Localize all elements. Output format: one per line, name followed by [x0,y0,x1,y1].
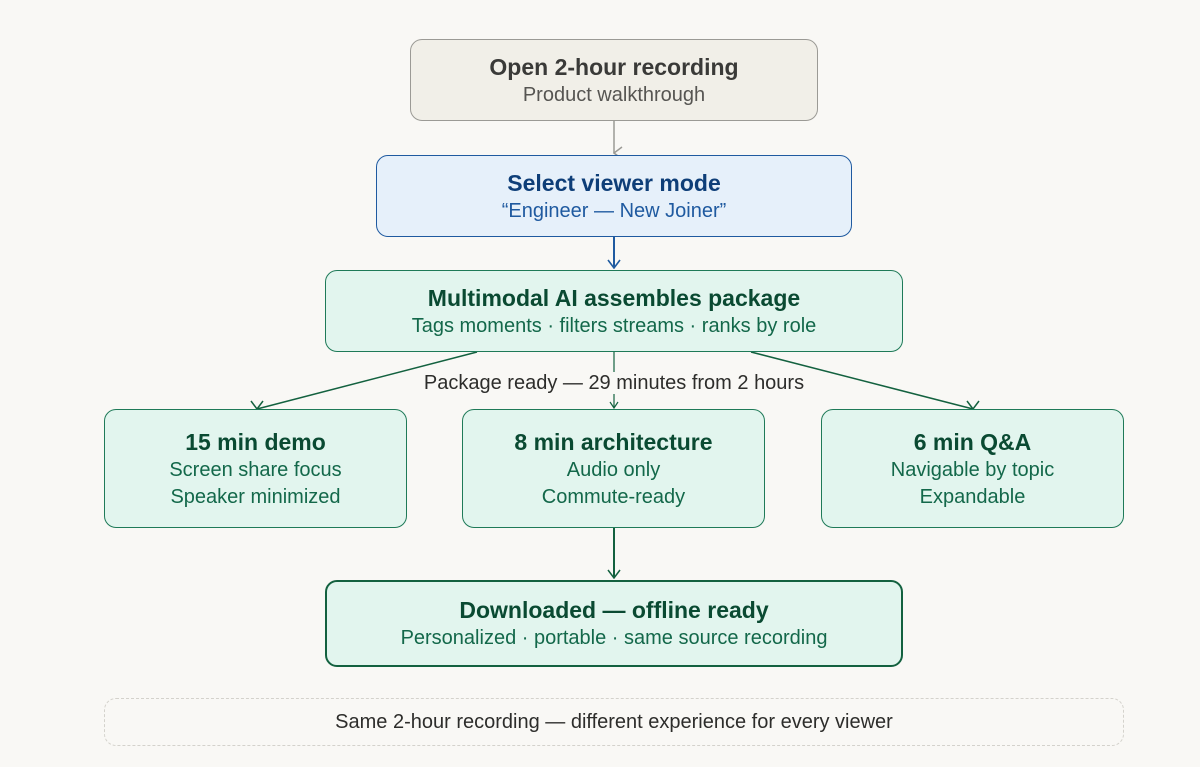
node-title: 6 min Q&A [913,428,1032,455]
node-ai-assembles-package: Multimodal AI assembles package Tags mom… [325,270,903,352]
node-subtitle: “Engineer — New Joiner” [501,199,727,222]
node-downloaded: Downloaded — offline ready Personalized … [325,580,903,667]
node-line: Expandable [919,485,1026,508]
node-subtitle: Tags moments · filters streams · ranks b… [411,314,817,337]
footer-note-text: Same 2-hour recording — different experi… [335,710,893,733]
node-subtitle: Personalized · portable · same source re… [400,627,828,649]
edge-label-text: Package ready — 29 minutes from 2 hours [419,372,809,394]
node-line: Speaker minimized [170,485,341,508]
node-title: 8 min architecture [514,428,713,455]
footer-note: Same 2-hour recording — different experi… [104,698,1124,746]
node-open-recording: Open 2-hour recording Product walkthroug… [410,39,818,121]
edge-ai-to-demo [257,351,478,409]
node-line: Navigable by topic [890,458,1055,481]
node-title: 15 min demo [185,428,326,455]
node-line: Screen share focus [169,458,342,481]
node-architecture: 8 min architecture Audio only Commute-re… [462,409,765,528]
node-title: Downloaded — offline ready [459,597,769,623]
node-title: Open 2-hour recording [489,53,739,80]
edge-ai-to-qa [750,351,973,409]
node-line: Audio only [566,458,661,481]
node-subtitle: Product walkthrough [522,83,706,106]
node-title: Select viewer mode [507,169,721,196]
node-select-viewer-mode: Select viewer mode “Engineer — New Joine… [376,155,852,237]
node-demo: 15 min demo Screen share focus Speaker m… [104,409,407,528]
node-line: Commute-ready [541,485,686,508]
node-qa: 6 min Q&A Navigable by topic Expandable [821,409,1124,528]
edge-label-package-ready: Package ready — 29 minutes from 2 hours [0,370,1200,396]
node-title: Multimodal AI assembles package [427,284,801,311]
